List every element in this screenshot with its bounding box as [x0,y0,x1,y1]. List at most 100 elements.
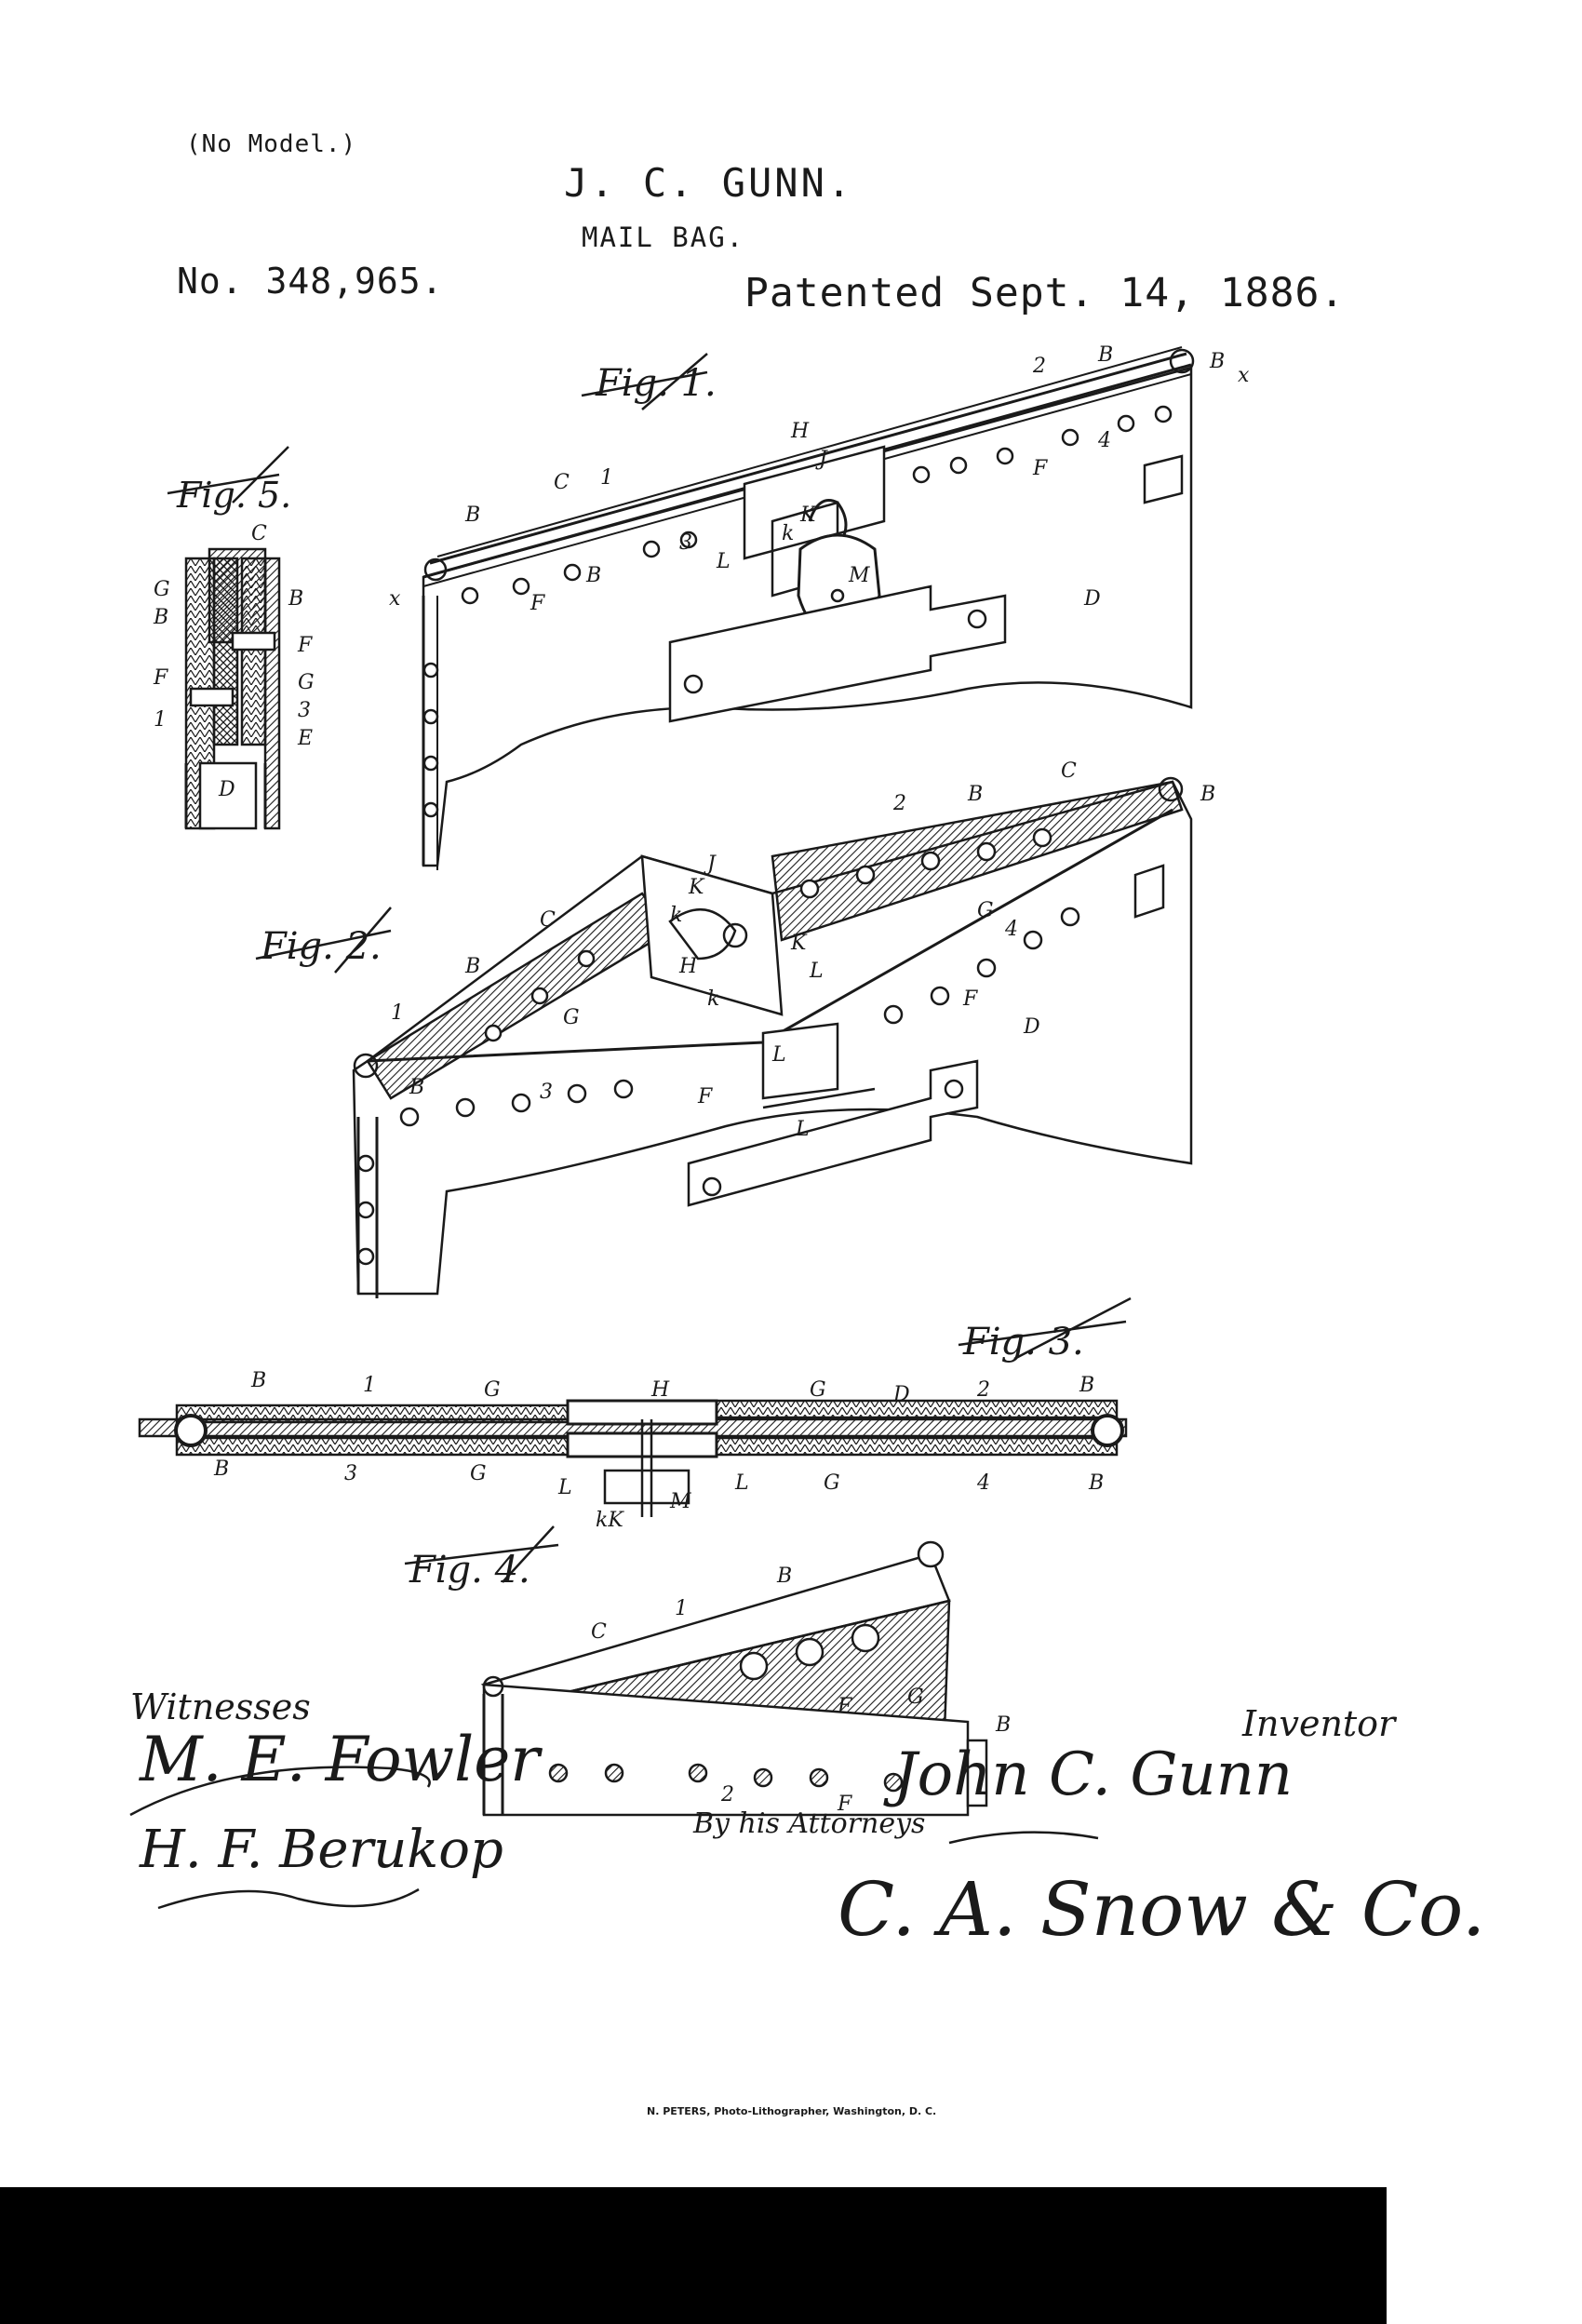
svg-text:3: 3 [540,1081,553,1104]
svg-text:K: K [688,876,705,899]
attorney-signature: C. A. Snow & Co. [838,1866,1486,1953]
svg-text:G: G [563,1006,580,1029]
svg-text:kK: kK [596,1509,624,1532]
svg-text:L: L [771,1043,786,1067]
svg-text:C: C [591,1620,607,1644]
svg-text:M: M [848,564,870,587]
svg-text:G: G [470,1462,487,1485]
svg-text:1: 1 [675,1597,688,1620]
svg-text:B: B [1097,343,1113,367]
svg-text:L: L [809,960,824,983]
svg-text:G: G [484,1378,501,1402]
svg-text:B: B [1209,350,1225,373]
signature-flourishes [129,1766,1099,1910]
svg-text:D: D [1083,587,1101,611]
figure-label: Fig. 5. [176,475,291,516]
figure-4: Fig. 4. [404,1525,988,1817]
svg-text:C: C [554,471,570,494]
svg-text:k: k [782,522,794,545]
svg-text:3: 3 [344,1462,357,1485]
svg-text:x: x [389,587,401,611]
printer-credit: N. PETERS, Photo-Lithographer, Washingto… [647,2105,937,2117]
patent-date: Patented Sept. 14, 1886. [744,270,1346,316]
svg-text:4: 4 [976,1471,990,1495]
svg-text:B: B [288,587,303,611]
svg-text:B: B [250,1369,266,1392]
svg-text:4: 4 [1004,918,1018,941]
figure-label: Fig. 4. [409,1549,530,1592]
svg-text:L: L [716,550,731,573]
reference-letters: B 2 B x H J 4 C 1 F B K k 3 L B F M x D … [153,343,1250,1816]
svg-text:F: F [837,1695,852,1718]
figure-5: Fig. 5. [167,446,291,830]
figure-2: Fig. 2. [255,776,1193,1298]
svg-text:G: G [907,1686,924,1709]
attorneys-label: By his Attorneys [693,1807,926,1840]
svg-text:D: D [892,1383,910,1406]
svg-text:G: G [824,1471,840,1495]
svg-text:1: 1 [600,466,613,490]
svg-text:F: F [297,634,313,657]
inventor-signature: John C. Gunn [893,1740,1294,1809]
svg-text:1: 1 [154,708,167,732]
svg-text:G: G [810,1378,826,1402]
svg-text:B: B [995,1713,1011,1737]
inventor-label: Inventor [1242,1703,1396,1744]
svg-text:F: F [153,666,168,690]
svg-text:2: 2 [976,1378,990,1402]
svg-text:H: H [678,955,698,978]
svg-text:G: G [154,578,170,601]
witnesses-label: Witnesses [130,1686,311,1727]
witness-2-signature: H. F. Berukop [140,1820,503,1880]
svg-text:4: 4 [1097,429,1111,452]
svg-text:1: 1 [363,1374,376,1397]
scan-edge-bar [0,2187,1387,2324]
svg-text:D: D [1023,1015,1040,1039]
no-model-label: (No Model.) [186,130,357,158]
svg-text:F: F [530,592,545,615]
svg-text:B: B [1200,783,1215,806]
svg-text:J: J [704,853,717,876]
svg-text:H: H [790,420,810,443]
svg-text:D: D [218,778,235,801]
svg-text:B: B [585,564,601,587]
svg-text:x: x [1238,364,1250,387]
svg-text:2: 2 [892,792,906,815]
svg-text:2: 2 [1032,355,1046,378]
svg-text:3: 3 [679,531,692,555]
svg-text:B: B [776,1565,792,1588]
figure-3: Fig. 3. [138,1296,1132,1517]
figure-1 [422,346,1195,870]
figure-label: Fig. 2. [260,925,382,968]
svg-text:1: 1 [391,1001,404,1025]
patent-number: No. 348,965. [177,261,444,302]
svg-text:k: k [707,987,719,1011]
svg-text:B: B [213,1458,229,1481]
figure-label: Fig. 1. [595,362,717,405]
svg-text:E: E [297,727,313,750]
svg-text:k: k [670,904,682,927]
svg-text:C: C [540,908,556,932]
svg-text:M: M [669,1490,691,1513]
figure-1-label: Fig. 1. [581,353,717,410]
svg-text:F: F [962,987,978,1011]
svg-text:C: C [1061,759,1077,783]
witness-1-signature: M. E. Fowler [140,1724,540,1795]
svg-text:B: B [1088,1471,1104,1495]
svg-text:B: B [967,783,983,806]
svg-text:B: B [464,955,480,978]
svg-text:L: L [734,1471,749,1495]
inventor-name: J. C. GUNN. [564,160,854,206]
svg-text:F: F [697,1085,713,1108]
svg-text:B: B [409,1076,424,1099]
svg-text:G: G [298,671,315,694]
svg-text:2: 2 [720,1783,734,1807]
svg-text:B: B [1079,1374,1094,1397]
figure-label: Fig. 3. [962,1321,1084,1364]
svg-text:K: K [790,932,808,955]
svg-text:H: H [650,1378,670,1402]
svg-text:J: J [815,448,828,471]
svg-text:3: 3 [298,699,311,722]
svg-text:B: B [153,606,168,629]
